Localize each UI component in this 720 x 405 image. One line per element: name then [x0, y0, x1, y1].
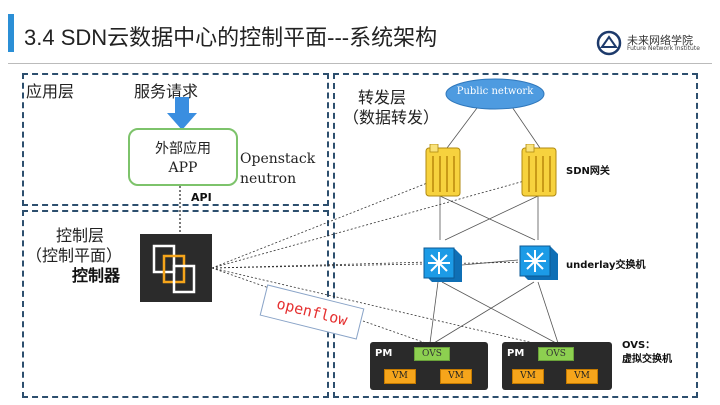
- vm-box: VM: [384, 369, 416, 384]
- external-app-box: 外部应用 APP: [128, 128, 238, 186]
- app-box-line1: 外部应用: [155, 141, 211, 157]
- ovs-box: OVS: [414, 347, 450, 361]
- pm-label: PM: [507, 348, 525, 359]
- api-label: API: [191, 191, 212, 204]
- neutron-label: neutron: [240, 171, 297, 187]
- vm-box: VM: [512, 369, 544, 384]
- vm-box: VM: [566, 369, 598, 384]
- control-layer-label: 控制层: [56, 226, 105, 245]
- ovs-description-line1: OVS：: [622, 340, 656, 351]
- forwarding-layer-panel: [333, 73, 698, 398]
- app-layer-panel: [22, 73, 329, 206]
- page-title: 3.4 SDN云数据中心的控制平面---系统架构: [24, 25, 438, 50]
- institute-logo-icon: [596, 30, 622, 56]
- ovs-description-line2: 虚拟交换机: [622, 354, 672, 365]
- service-request-label: 服务请求: [134, 82, 199, 101]
- forwarding-layer-label: 转发层: [358, 88, 407, 107]
- pm-label: PM: [375, 348, 393, 359]
- public-network-label: Public network: [456, 86, 534, 97]
- app-box-line2: APP: [168, 160, 198, 176]
- sdn-gateway-icon: [521, 144, 557, 197]
- pm-box-right: PM OVS VM VM: [502, 342, 612, 390]
- logo-cn-text: 未来网络学院: [627, 34, 693, 47]
- sdn-gateway-label: SDN网关: [566, 166, 610, 177]
- underlay-switch-icon: [423, 247, 462, 282]
- data-forwarding-label: （数据转发）: [343, 108, 440, 127]
- logo-en-text: Future Network Institute: [627, 45, 700, 52]
- openstack-label: Openstack: [240, 151, 316, 167]
- app-layer-label: 应用层: [26, 82, 75, 101]
- ovs-box: OVS: [538, 347, 574, 361]
- underlay-switch-icon: [519, 245, 558, 280]
- public-network-cloud-icon: [445, 78, 545, 110]
- control-plane-label: （控制平面）: [26, 246, 123, 265]
- title-accent-bar: [8, 14, 14, 52]
- down-arrow-icon: [167, 97, 197, 130]
- underlay-switch-label: underlay交换机: [566, 260, 646, 271]
- controller-icon: [140, 234, 212, 302]
- sdn-gateway-icon: [425, 144, 461, 197]
- vm-box: VM: [440, 369, 472, 384]
- pm-box-left: PM OVS VM VM: [370, 342, 488, 390]
- controller-label: 控制器: [72, 266, 121, 285]
- header-divider: [8, 63, 712, 64]
